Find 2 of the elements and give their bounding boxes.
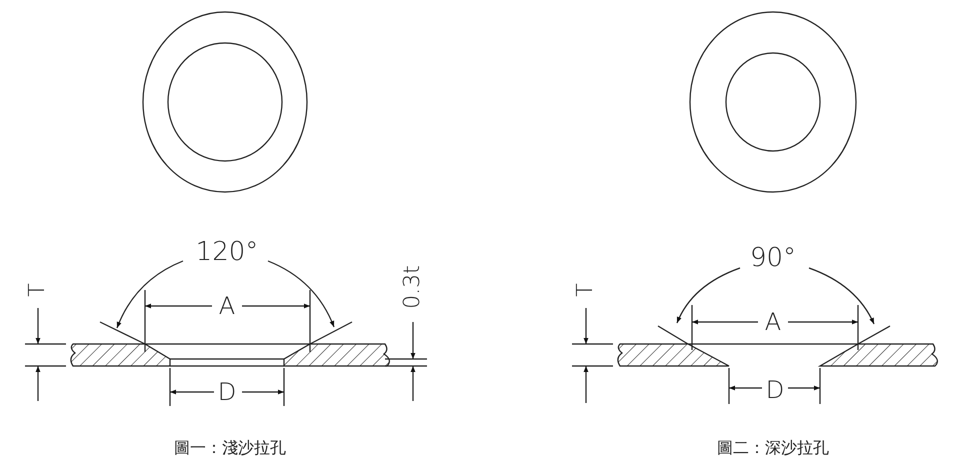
figure-caption: 圖一：淺沙拉孔 [174, 440, 286, 456]
figure-caption: 圖二：深沙拉孔 [717, 440, 829, 456]
